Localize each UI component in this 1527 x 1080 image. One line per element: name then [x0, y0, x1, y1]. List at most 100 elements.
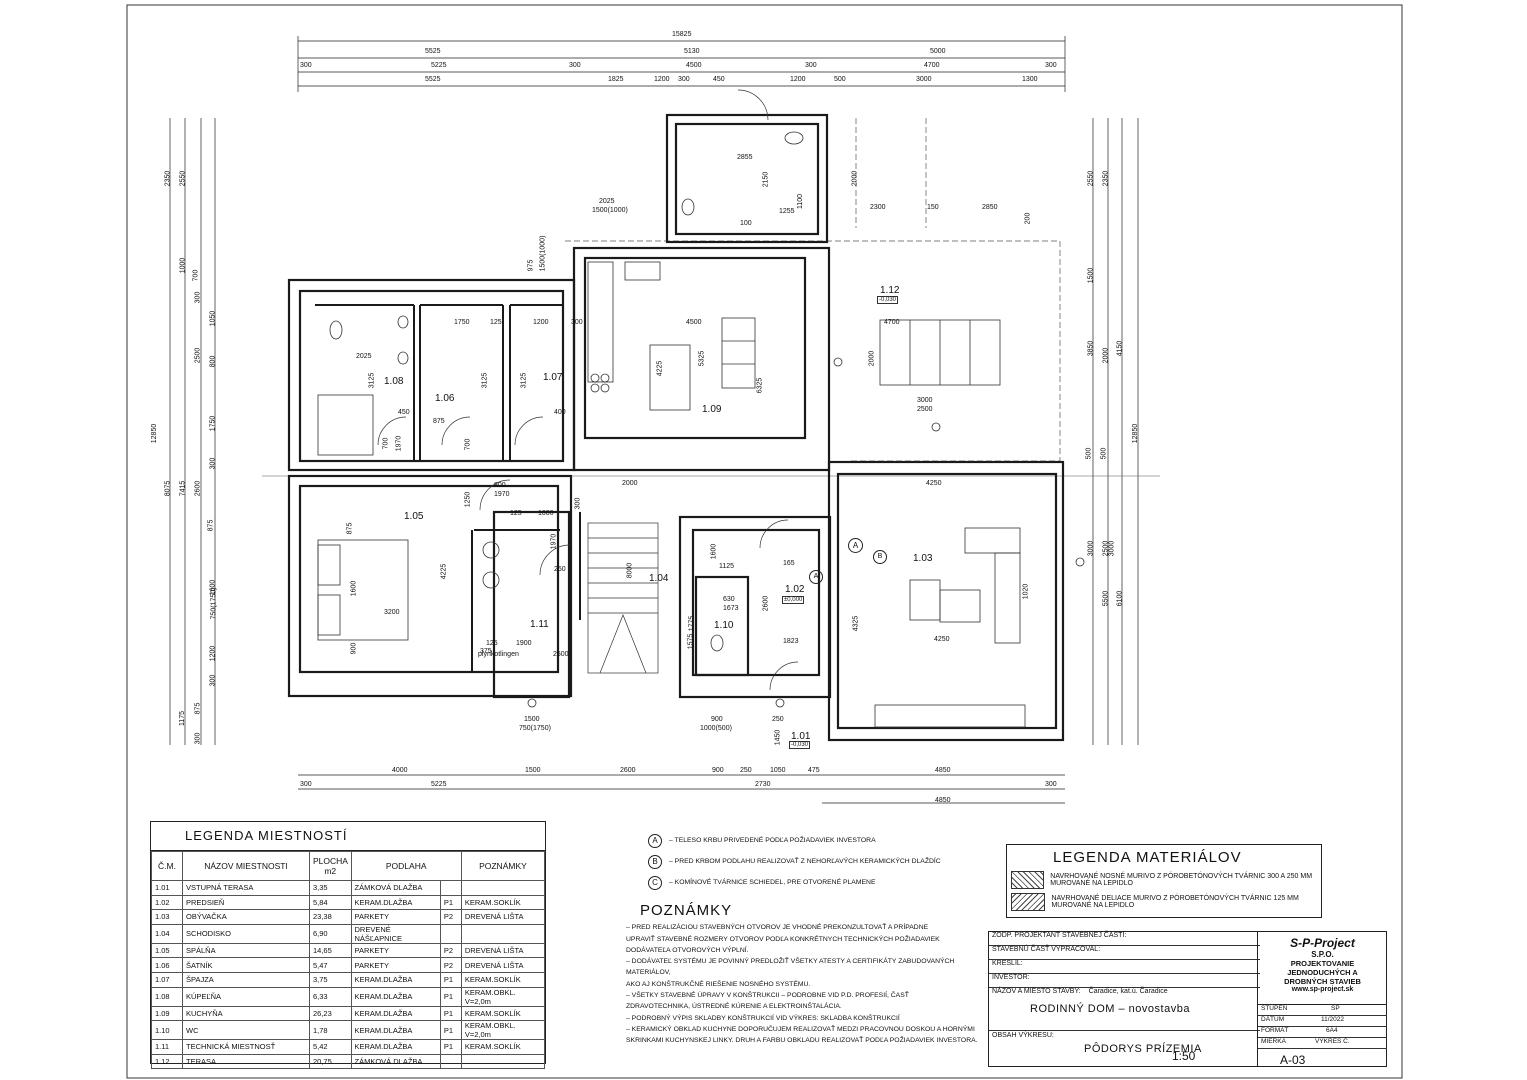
tb-site: Čaradice, kat.ú. Čaradice: [1088, 988, 1168, 995]
dim-top-total: 15825: [672, 31, 692, 38]
table-cell: PREDSIEŇ: [182, 894, 310, 911]
note-line: – VŠETKY STAVEBNÉ ÚPRAVY V KONŠTRUKCII –…: [626, 992, 909, 1000]
col-header: Č.M.: [151, 851, 183, 881]
dim-bottom: 4000: [392, 767, 408, 774]
dim-interior: 300: [571, 319, 583, 326]
tb-side-value: VÝKRES Č.: [1315, 1038, 1350, 1045]
room-legend: LEGENDA MIESTNOSTÍ Č.M. NÁZOV MIESTNOSTI…: [150, 821, 546, 1070]
table-cell: 1,78: [309, 1020, 352, 1041]
table-cell: VSTUPNÁ TERASA: [182, 880, 310, 896]
note-line: SKRINKAMI KUCHYNSKEJ LINKY. DRUH A FARBU…: [626, 1037, 978, 1045]
dim-top: 300: [678, 76, 690, 83]
table-cell: 1.01: [151, 880, 183, 896]
tb-row: KRESLIL:: [989, 960, 1260, 974]
table-cell: KERAM.DLAŽBA: [350, 1020, 441, 1041]
dim-right: 12850: [1132, 423, 1140, 444]
dim-interior: 400: [554, 409, 566, 416]
room-level: ±0,000: [782, 596, 805, 604]
dim-interior: 1500(1000): [539, 235, 547, 272]
dim-interior: 5325: [698, 350, 706, 367]
dim-interior: 2850: [982, 204, 998, 211]
dim-left: 2350: [164, 170, 172, 187]
room-number: 1.02: [785, 584, 805, 595]
furniture: [317, 131, 1026, 728]
dim-top: 300: [1045, 62, 1057, 69]
table-cell: 5,84: [309, 894, 352, 911]
dim-interior: 1020: [1022, 583, 1030, 600]
dim-bottom: 4850: [935, 797, 951, 804]
table-cell: SPÁLŇA: [182, 942, 310, 959]
dim-left: 800: [209, 355, 217, 368]
tb-side-label: MIERKA: [1261, 1038, 1286, 1045]
dim-right: 500: [1100, 447, 1108, 460]
dim-top: 5000: [930, 48, 946, 55]
dim-bottom: 475: [808, 767, 820, 774]
tb-side-label: FORMÁT: [1261, 1027, 1289, 1034]
tb-scale-row: 1:50 A-03: [1172, 1049, 1387, 1071]
dim-left: 300: [209, 457, 217, 470]
tb-row: NÁZOV A MIESTO STAVBY: Čaradice, kat.ú. …: [989, 988, 1260, 1031]
dim-interior: 300: [574, 497, 582, 510]
table-cell: 1.10: [151, 1020, 183, 1041]
table-cell: P1: [439, 1005, 462, 1022]
dim-right: 2000: [1102, 347, 1110, 364]
tb-side-value: SP: [1331, 1005, 1340, 1012]
dim-interior: 2000: [868, 350, 876, 367]
room-legend-table: Č.M. NÁZOV MIESTNOSTI PLOCHA m2 PODLAHA …: [151, 851, 546, 1070]
logo-line: JEDNODUCHÝCH A: [1287, 968, 1358, 977]
table-cell: P2: [439, 909, 462, 925]
dim-interior: 1250: [464, 491, 472, 508]
room-number: 1.10: [714, 620, 734, 631]
exterior-walls: [287, 113, 1065, 742]
table-cell: 5,42: [309, 1039, 352, 1055]
note-line: DODÁVATEĽA OTVOROVÝCH VÝPLNÍ.: [626, 946, 749, 954]
table-cell: 1.12: [151, 1053, 183, 1070]
table-cell: KERAM.DLAŽBA: [350, 1005, 441, 1022]
dim-left: 875: [207, 519, 215, 532]
logo-line: DROBNÝCH STAVIEB: [1284, 977, 1361, 986]
note-text: – TELESO KRBU PRIVEDENÉ PODĽA POŽIADAVIE…: [669, 836, 876, 844]
table-cell: 1.08: [151, 986, 183, 1007]
room-number: 1.04: [649, 573, 669, 584]
table-cell: PARKETY: [350, 957, 441, 973]
dim-left: 750(1750): [210, 587, 218, 620]
dim-interior: 1255: [779, 208, 795, 215]
table-cell: [439, 880, 462, 896]
dim-interior: 1775: [688, 615, 696, 632]
table-cell: [460, 923, 546, 944]
dim-interior: 900: [711, 716, 723, 723]
dim-top: 1300: [1022, 76, 1038, 83]
dim-interior: 2600: [762, 595, 770, 612]
note-line: ZDRAVOTECHNIKA, ÚSTREDNÉ KÚRENIE A ELEKT…: [626, 1003, 842, 1011]
dim-left: 300: [194, 291, 202, 304]
dim-top: 5525: [425, 76, 441, 83]
dim-interior: 375: [480, 648, 492, 655]
dim-interior: 1500: [524, 716, 540, 723]
dim-top: 1200: [790, 76, 806, 83]
dim-interior: 3125: [368, 372, 376, 389]
tb-contents-value: PÔDORYS PRÍZEMIA: [1084, 1043, 1202, 1055]
dim-left: 12850: [151, 423, 159, 444]
dim-interior: 700: [464, 438, 472, 451]
room-number: 1.01: [791, 731, 811, 742]
dim-interior: 2855: [737, 154, 753, 161]
dim-bottom: 4850: [935, 767, 951, 774]
dim-top: 450: [713, 76, 725, 83]
dim-interior: 975: [527, 259, 535, 272]
material-text: NAVRHOVANÉ DELIACE MURIVO Z PÓROBETÓNOVÝ…: [1051, 895, 1299, 909]
tb-side-label: DÁTUM: [1261, 1016, 1285, 1023]
dim-left: 7415: [179, 480, 187, 497]
dim-left: 1750: [209, 415, 217, 432]
dim-bottom: 900: [712, 767, 724, 774]
room-number: 1.08: [384, 376, 404, 387]
notes-title: POZNÁMKY: [640, 902, 733, 919]
staircase: [587, 522, 659, 674]
dim-top: 4700: [924, 62, 940, 69]
col-header: PLOCHA m2: [309, 851, 352, 881]
